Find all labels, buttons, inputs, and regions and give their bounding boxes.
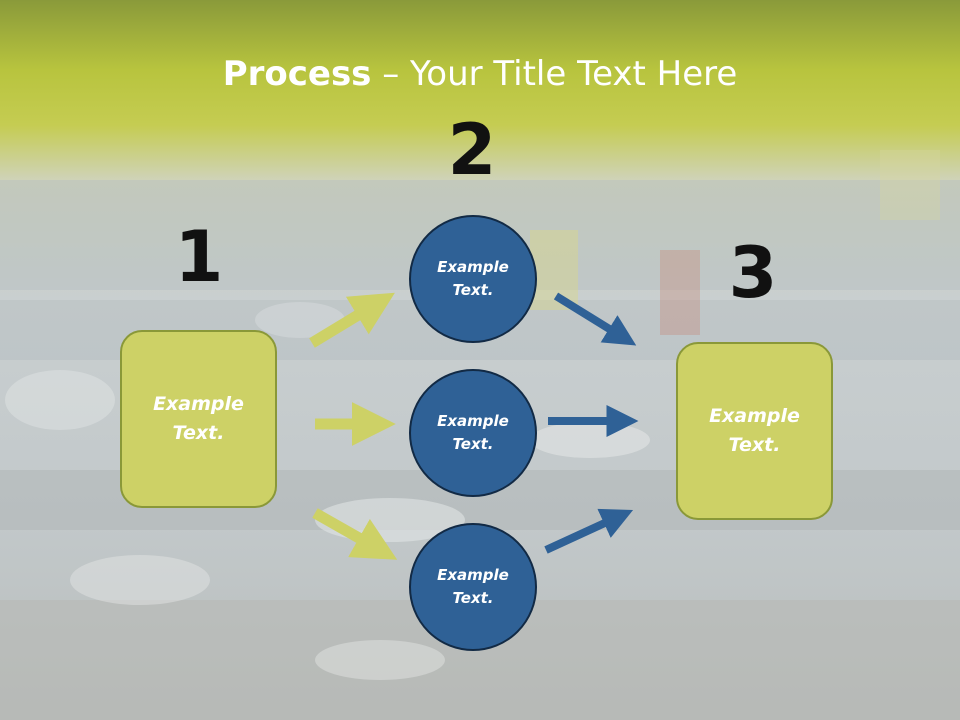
step-2-circle-middle: Example Text. [409,369,537,497]
step-2-circle-bottom: Example Text. [409,523,537,651]
title-rest: – Your Title Text Here [371,54,738,94]
title-bold: Process [222,54,372,94]
arrow-right-icon [553,292,637,346]
step-2-circle-top: Example Text. [409,215,537,343]
step-number-3: 3 [728,232,778,314]
arrow-right-icon [544,508,634,554]
arrow-right-icon [309,292,395,348]
step-3-box: Example Text. [676,342,833,520]
arrow-right-icon [312,508,398,560]
step-1-box: Example Text. [120,330,277,508]
slide-title: Process – Your Title Text Here [0,52,960,96]
step-number-2: 2 [447,109,497,191]
step-number-1: 1 [174,216,224,298]
